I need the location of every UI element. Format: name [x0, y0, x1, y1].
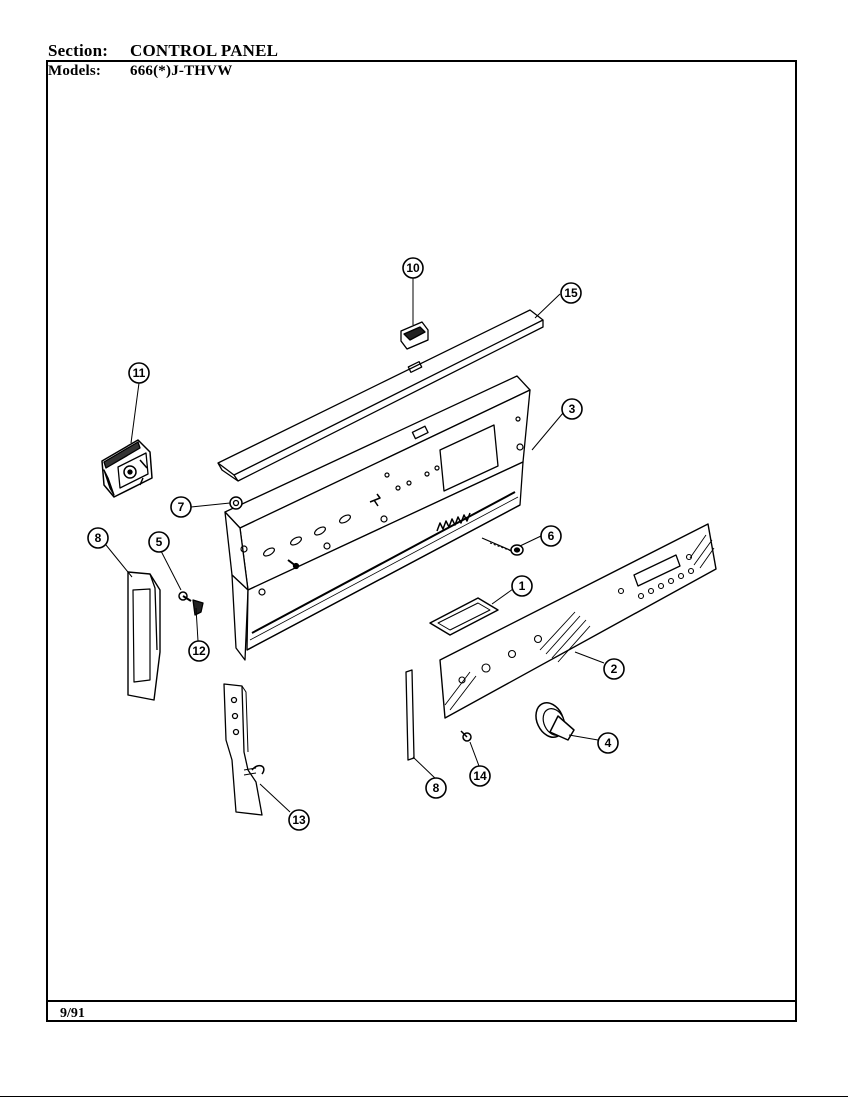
svg-text:5: 5 [156, 535, 163, 549]
part-3-panel-body [224, 375, 531, 661]
leader-lines [105, 278, 605, 813]
svg-text:6: 6 [548, 529, 555, 543]
callout-2: 2 [603, 658, 625, 680]
callout-5: 5 [148, 531, 170, 553]
callout-10: 10 [402, 257, 424, 279]
svg-text:3: 3 [569, 402, 576, 416]
part-5-screw [178, 591, 192, 602]
svg-text:8: 8 [95, 531, 102, 545]
page-bottom-rule [0, 1096, 848, 1097]
callout-9: 8 [87, 527, 109, 549]
callout-13: 13 [288, 809, 310, 831]
models-label: Models: [48, 63, 102, 79]
callout-8: 8 [425, 777, 447, 799]
svg-text:12: 12 [192, 644, 206, 658]
svg-text:7: 7 [178, 500, 185, 514]
panel-screw [287, 559, 300, 570]
section-label: Section: [48, 41, 109, 60]
part-10-switch [400, 321, 429, 350]
svg-text:15: 15 [564, 286, 578, 300]
section-row: Section: CONTROL PANEL [0, 41, 400, 63]
brand-logo [436, 512, 471, 532]
part-6-lamp [481, 537, 524, 556]
part-11-timer [101, 439, 153, 498]
part-9-end-cap [127, 571, 161, 701]
part-14-screw [460, 730, 472, 742]
callout-14: 14 [469, 765, 491, 787]
models-value: 666(*)J-THVW [130, 63, 233, 79]
part-12-clip [192, 599, 204, 616]
svg-text:14: 14 [473, 769, 487, 783]
part-1-trim-ring [429, 597, 499, 636]
callout-1: 1 [511, 575, 533, 597]
svg-text:10: 10 [406, 261, 420, 275]
svg-text:4: 4 [605, 736, 612, 750]
svg-text:13: 13 [292, 813, 306, 827]
svg-text:11: 11 [133, 366, 146, 380]
callout-circles: 10 15 3 11 7 6 8 5 [87, 257, 625, 831]
callout-11: 11 [128, 362, 150, 384]
callout-4: 4 [597, 732, 619, 754]
section-value: CONTROL PANEL [130, 41, 279, 60]
models-row: Models: 666(*)J-THVW [0, 63, 400, 83]
svg-text:2: 2 [611, 662, 618, 676]
callout-3: 3 [561, 398, 583, 420]
part-15-top-trim [217, 309, 544, 482]
part-4-knob [535, 702, 575, 741]
svg-text:1: 1 [519, 579, 526, 593]
revision-date: 9/91 [60, 1006, 85, 1021]
part-8-trim-strip [405, 669, 415, 761]
part-2-front-panel [439, 523, 717, 719]
part-13-bracket [223, 683, 265, 816]
callout-15: 15 [560, 282, 582, 304]
footer-divider [46, 1000, 797, 1002]
diagram-frame [46, 60, 797, 1022]
part-7-nut [229, 496, 243, 510]
callout-7: 7 [170, 496, 192, 518]
callout-6: 6 [540, 525, 562, 547]
svg-text:8: 8 [433, 781, 440, 795]
callout-12: 12 [188, 640, 210, 662]
